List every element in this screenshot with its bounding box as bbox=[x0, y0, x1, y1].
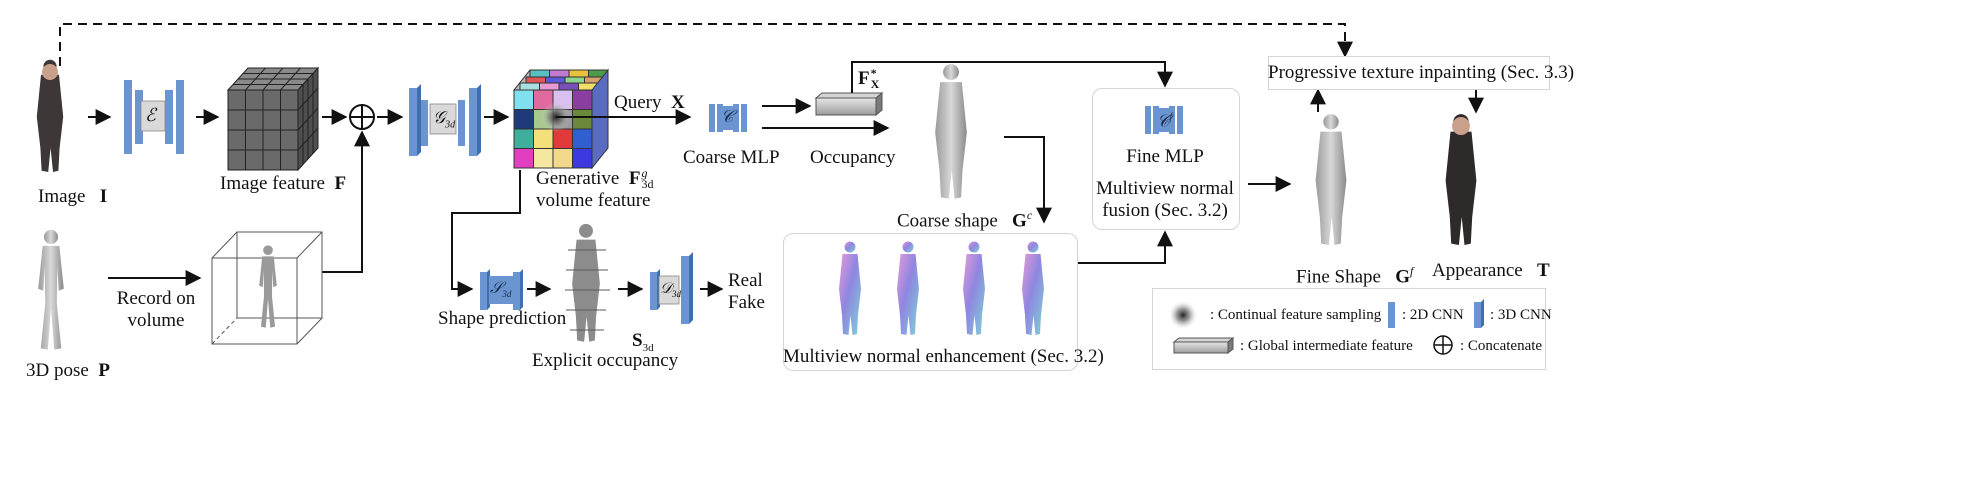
arrow bbox=[1078, 230, 1173, 264]
legend-2dcnn: : 2D CNN bbox=[1402, 307, 1464, 323]
image-label: Image I bbox=[38, 186, 108, 207]
arrow bbox=[322, 130, 370, 273]
coarse-mlp-label: Coarse MLP bbox=[683, 147, 780, 168]
appearance-person bbox=[1445, 114, 1477, 245]
input-image-person bbox=[36, 59, 64, 172]
explicit-occupancy-label: Explicit occupancy bbox=[532, 350, 679, 371]
s3d-network bbox=[480, 269, 523, 310]
image-feature-label: Image feature F bbox=[220, 173, 347, 194]
coarse-shape-label: Coarse shape Gc bbox=[897, 208, 1033, 232]
encoder-network bbox=[124, 80, 184, 154]
fine-mlp-glyph: 𝒞f bbox=[1157, 111, 1173, 131]
concat-icon bbox=[349, 104, 375, 130]
pose-label: 3D pose P bbox=[26, 360, 110, 381]
shape-prediction-label: Shape prediction bbox=[438, 308, 567, 329]
d3d-network bbox=[650, 252, 693, 324]
explicit-sym-label: S3d bbox=[632, 330, 654, 354]
arrow bbox=[451, 170, 521, 297]
fine-shape-label: Fine Shape Gf bbox=[1296, 264, 1414, 288]
coarse-mlp-network bbox=[709, 104, 747, 132]
feature-to-fine-arrow bbox=[851, 61, 1173, 93]
skip-connection-arrow bbox=[59, 23, 1353, 66]
generative-volume-cube bbox=[512, 68, 610, 170]
record-volume-box bbox=[211, 231, 323, 345]
multiview-label: Multiview normal enhancement (Sec. 3.2) bbox=[783, 346, 1104, 367]
legend-3dcnn: : 3D CNN bbox=[1490, 307, 1552, 323]
appearance-label: Appearance T bbox=[1432, 260, 1550, 281]
coarse-shape-mesh bbox=[935, 64, 967, 199]
fine-shape-mesh bbox=[1315, 114, 1347, 245]
legend-concat: : Concatenate bbox=[1460, 338, 1543, 354]
fine-mlp-label: Fine MLP bbox=[1126, 146, 1204, 167]
g3d-network bbox=[409, 84, 481, 156]
progressive-box bbox=[1268, 56, 1550, 90]
fx-label: F*X bbox=[858, 66, 880, 91]
s3d-glyph: 𝒮3d bbox=[490, 280, 512, 300]
coarse-mlp-glyph: 𝒞 bbox=[721, 107, 734, 126]
progressive-label: Progressive texture inpainting (Sec. 3.3… bbox=[1268, 62, 1575, 83]
image-feature-cube bbox=[226, 66, 320, 172]
global-feature-bar bbox=[814, 91, 884, 117]
encoder-label: ℰ bbox=[145, 105, 156, 125]
occupancy-label: Occupancy bbox=[810, 147, 896, 168]
legend-box bbox=[1152, 288, 1546, 370]
legend-sampling: : Continual feature sampling bbox=[1210, 307, 1382, 323]
g3d-label: 𝒢3d bbox=[433, 108, 456, 131]
explicit-occupancy-mesh bbox=[565, 223, 610, 342]
query-label: Query X bbox=[614, 92, 685, 113]
arrow bbox=[1004, 136, 1052, 224]
real-label: Real bbox=[728, 270, 763, 291]
pose-body-mesh bbox=[38, 229, 64, 350]
fake-label: Fake bbox=[728, 292, 765, 313]
legend-global: : Global intermediate feature bbox=[1240, 338, 1413, 354]
d3d-glyph: 𝒟3d bbox=[660, 281, 681, 299]
